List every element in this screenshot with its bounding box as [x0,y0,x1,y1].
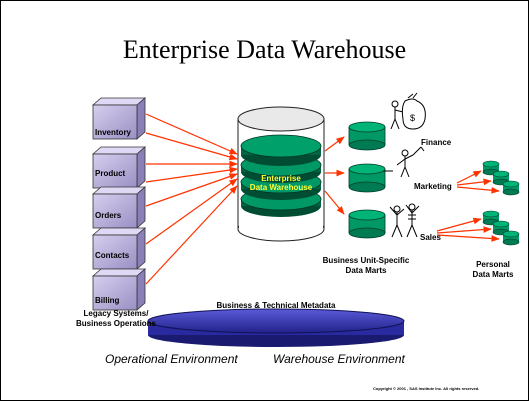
source-label-billing: Billing [95,296,120,305]
legacy-systems-label: Legacy Systems/ Business Operations [75,309,157,328]
source-cube-orders [91,186,147,229]
warehouse-environment-label: Warehouse Environment [273,352,405,366]
warehouse-cylinder [237,106,325,242]
finance-clipart-icon: $ [390,92,426,130]
metadata-label: Business & Technical Metadata [216,301,336,310]
mart-arrows [324,136,345,215]
personal-marts-marketing [482,160,520,196]
source-cube-inventory [91,97,147,140]
source-cube-contacts [91,227,147,270]
personal-arrows-marketing [456,170,500,194]
source-cube-product [91,146,147,189]
metadata-platter [147,308,405,347]
mart-cylinder-marketing [348,163,386,193]
business-unit-marts-caption: Business Unit-Specific Data Marts [322,256,410,275]
sales-clipart-icon [389,203,420,238]
marketing-clipart-icon [383,146,425,178]
source-arrows [145,113,238,285]
copyright-notice: Copyright © 2001 , SAS Institute Inc. Al… [373,386,480,391]
source-label-inventory: Inventory [95,128,132,137]
personal-marts-caption: Personal Data Marts [472,260,514,279]
mart-cylinder-sales [348,209,386,239]
personal-marts-sales [482,210,520,246]
source-cube-billing [91,268,147,311]
mart-label-marketing: Marketing [414,182,452,191]
source-label-contacts: Contacts [95,251,130,260]
operational-environment-label: Operational Environment [105,352,238,366]
source-label-product: Product [95,169,126,178]
personal-arrows-sales [436,217,500,242]
mart-label-sales: Sales [420,233,441,242]
mart-label-finance: Finance [421,138,452,147]
warehouse-label: Enterprise Data Warehouse [249,174,313,192]
slide-title: Enterprise Data Warehouse [122,35,407,64]
source-label-orders: Orders [95,211,122,220]
mart-cylinder-finance [348,121,386,151]
svg-text:$: $ [410,113,415,123]
